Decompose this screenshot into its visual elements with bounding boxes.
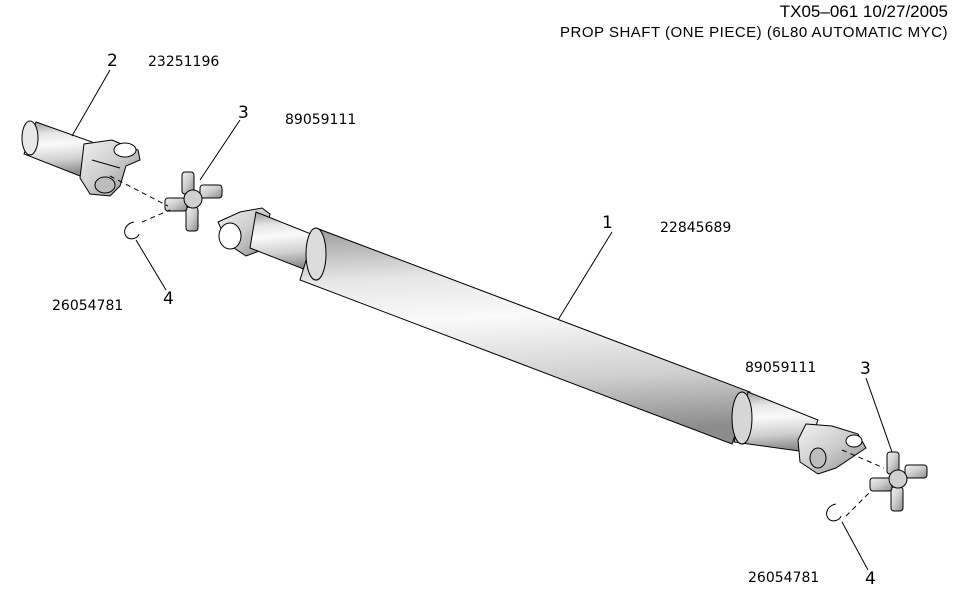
leader-1 (557, 231, 613, 321)
leader-3-rear (865, 377, 893, 453)
callout-4-rear: 4 (865, 569, 876, 589)
callout-1: 1 (602, 213, 613, 233)
u-joint-cross-front (164, 171, 223, 232)
u-joint-cross-rear (869, 451, 928, 512)
leader-2 (71, 69, 111, 137)
diagram-title: PROP SHAFT (ONE PIECE) (6L80 AUTOMATIC M… (560, 24, 948, 41)
part-number-2: 23251196 (148, 54, 219, 70)
part-number-1: 22845689 (660, 220, 731, 236)
part-number-4-front: 26054781 (52, 298, 123, 314)
leader-4-front (135, 239, 167, 291)
part-number-4-rear: 26054781 (748, 570, 819, 586)
callout-2: 2 (107, 51, 118, 71)
leader-3-front (199, 119, 241, 181)
slip-yoke (21, 120, 141, 197)
callout-3-rear: 3 (860, 359, 871, 379)
leader-4-rear (841, 521, 869, 571)
diagram-id: TX05–061 10/27/2005 (779, 2, 948, 21)
part-number-3-rear: 89059111 (745, 360, 816, 376)
propeller-shaft (217, 207, 867, 475)
callout-3-front: 3 (238, 103, 249, 123)
callout-4-front: 4 (163, 289, 174, 309)
snap-ring-front (124, 221, 140, 240)
snap-ring-rear (826, 503, 842, 522)
part-number-3-front: 89059111 (285, 112, 356, 128)
